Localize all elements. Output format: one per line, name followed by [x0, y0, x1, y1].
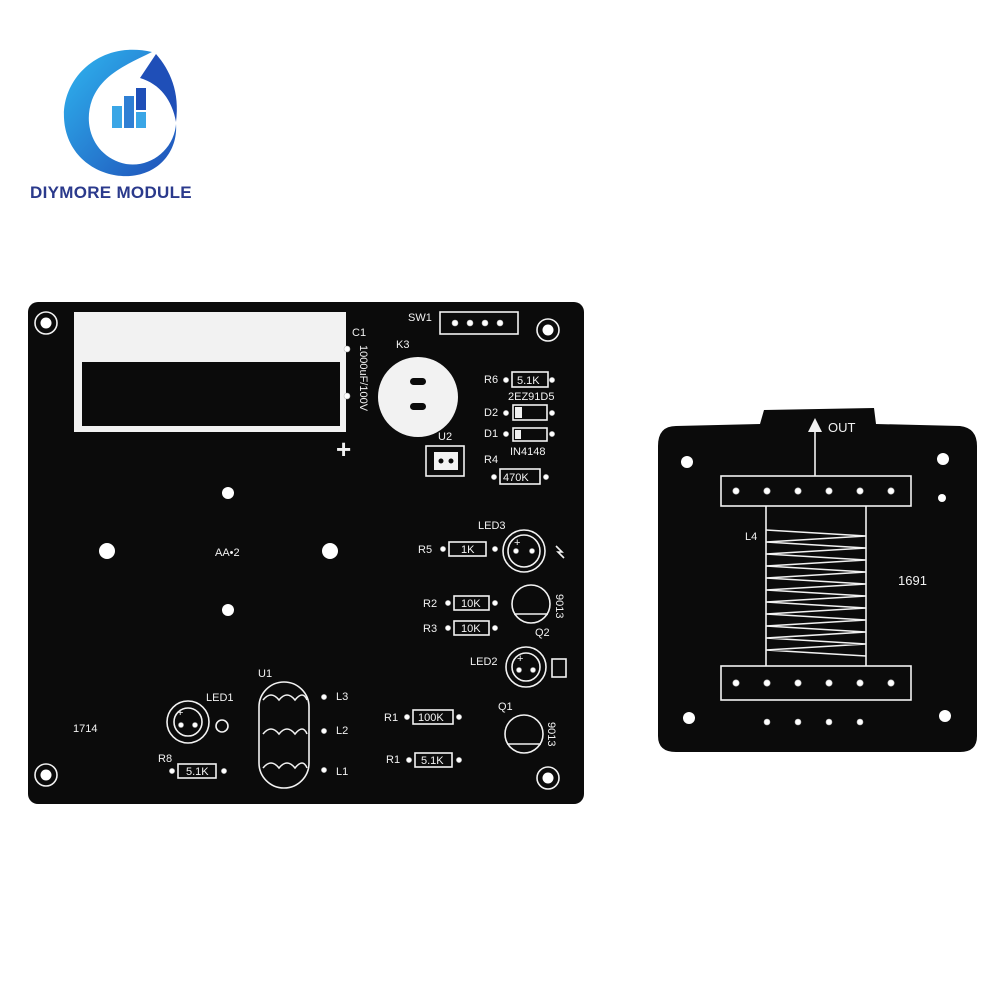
resistor-value: 5.1K	[186, 766, 209, 778]
coil-tap-label: L2	[336, 725, 348, 737]
coil-mounting-hole-br	[939, 710, 951, 722]
resistor-r4: R4 470K	[484, 454, 549, 485]
resistor-r6: R6 5.1K	[484, 371, 555, 388]
resistor-ref: R6	[484, 374, 498, 386]
transistor-ref: Q1	[498, 701, 513, 713]
resistor-r1-5k1: R1 5.1K	[386, 752, 462, 768]
brand-logo: DIYMORE MODULE	[30, 49, 192, 202]
resistor-ref: R1	[386, 754, 400, 766]
capacitor-footprint: C1 1000uF/100V +	[74, 312, 369, 464]
relay-ref: K3	[396, 339, 409, 351]
out-label: OUT	[828, 420, 856, 435]
coil-mounting-hole-tr	[937, 453, 949, 465]
capacitor-polarity: +	[336, 434, 351, 464]
resistor-value: 10K	[461, 598, 481, 610]
switch-sw1: SW1	[408, 311, 519, 335]
coil-top-connector	[720, 475, 912, 507]
resistor-value: 1K	[461, 544, 475, 556]
battery-footprint: AA•2	[99, 487, 338, 616]
resistor-r8: R8 5.1K	[158, 753, 227, 779]
diode-value: IN4148	[510, 446, 545, 458]
resistor-r5: R5 1K	[418, 541, 498, 557]
led-plus-mark: +	[514, 537, 520, 549]
led-plus-mark: +	[177, 707, 183, 719]
resistor-value: 10K	[461, 623, 481, 635]
coil-u1: U1 L3 L2 L1	[258, 668, 348, 789]
resistor-value: 5.1K	[421, 755, 444, 767]
led-ref: LED1	[206, 692, 234, 704]
resistor-r3: R3 10K	[423, 620, 498, 636]
capacitor-value: 1000uF/100V	[357, 345, 369, 412]
mounting-hole-tl	[34, 311, 58, 335]
main-pcb: C1 1000uF/100V + SW1 K3 U2	[28, 302, 584, 804]
resistor-ref: R1	[384, 712, 398, 724]
transistor-q2: 9013 Q2	[511, 584, 565, 639]
capacitor-ref: C1	[352, 327, 366, 339]
transistor-q1: Q1 9013	[498, 701, 557, 754]
resistor-r2: R2 10K	[423, 595, 498, 611]
out-arrow: OUT	[808, 418, 856, 476]
main-board-id: 1714	[73, 723, 97, 735]
coil-ref: U1	[258, 668, 272, 680]
resistor-ref: R3	[423, 623, 437, 635]
mounting-hole-tr	[536, 318, 560, 342]
power-icon	[215, 719, 229, 733]
led-plus-mark: +	[517, 653, 523, 665]
led2: LED2 +	[470, 646, 567, 688]
resistor-value: 100K	[418, 712, 444, 724]
led1: LED1 +	[166, 692, 234, 744]
diode-ref: D2	[484, 407, 498, 419]
inductor-winding	[765, 506, 867, 666]
diode-d1: D1 IN4148	[484, 427, 555, 458]
switch-ref: SW1	[408, 312, 432, 324]
coil-mounting-hole-tl	[681, 456, 693, 468]
resistor-ref: R4	[484, 454, 498, 466]
u2-ref: U2	[438, 431, 452, 443]
coil-tap-label: L1	[336, 766, 348, 778]
diymore-logo-icon	[63, 49, 177, 177]
inductor-label: L4	[745, 531, 757, 543]
resistor-value: 470K	[503, 472, 529, 484]
transistor-ref: Q2	[535, 627, 550, 639]
brand-name: DIYMORE MODULE	[30, 183, 192, 202]
diode-ref: D1	[484, 428, 498, 440]
led-ref: LED3	[478, 520, 506, 532]
diode-d2: 2EZ91D5 D2	[484, 391, 555, 421]
ic-u2: U2	[425, 431, 465, 477]
resistor-value: 5.1K	[517, 375, 540, 387]
coil-tap-label: L3	[336, 691, 348, 703]
mounting-hole-br	[536, 766, 560, 790]
coil-board-id: 1691	[898, 573, 927, 588]
resistor-ref: R5	[418, 544, 432, 556]
battery-label: AA•2	[215, 547, 240, 559]
resistor-r1-100k: R1 100K	[384, 709, 462, 725]
relay-k3: K3	[378, 339, 458, 437]
coil-pcb: OUT L4 1691	[658, 408, 977, 752]
led3: LED3 +	[478, 520, 565, 573]
resistor-ref: R2	[423, 598, 437, 610]
mounting-hole-bl	[34, 763, 58, 787]
coil-mounting-hole-bl	[683, 712, 695, 724]
diode-value: 2EZ91D5	[508, 391, 554, 403]
transistor-value: 9013	[545, 722, 557, 746]
resistor-ref: R8	[158, 753, 172, 765]
led-ref: LED2	[470, 656, 498, 668]
coil-bottom-connector	[720, 665, 912, 726]
transistor-value: 9013	[553, 594, 565, 618]
